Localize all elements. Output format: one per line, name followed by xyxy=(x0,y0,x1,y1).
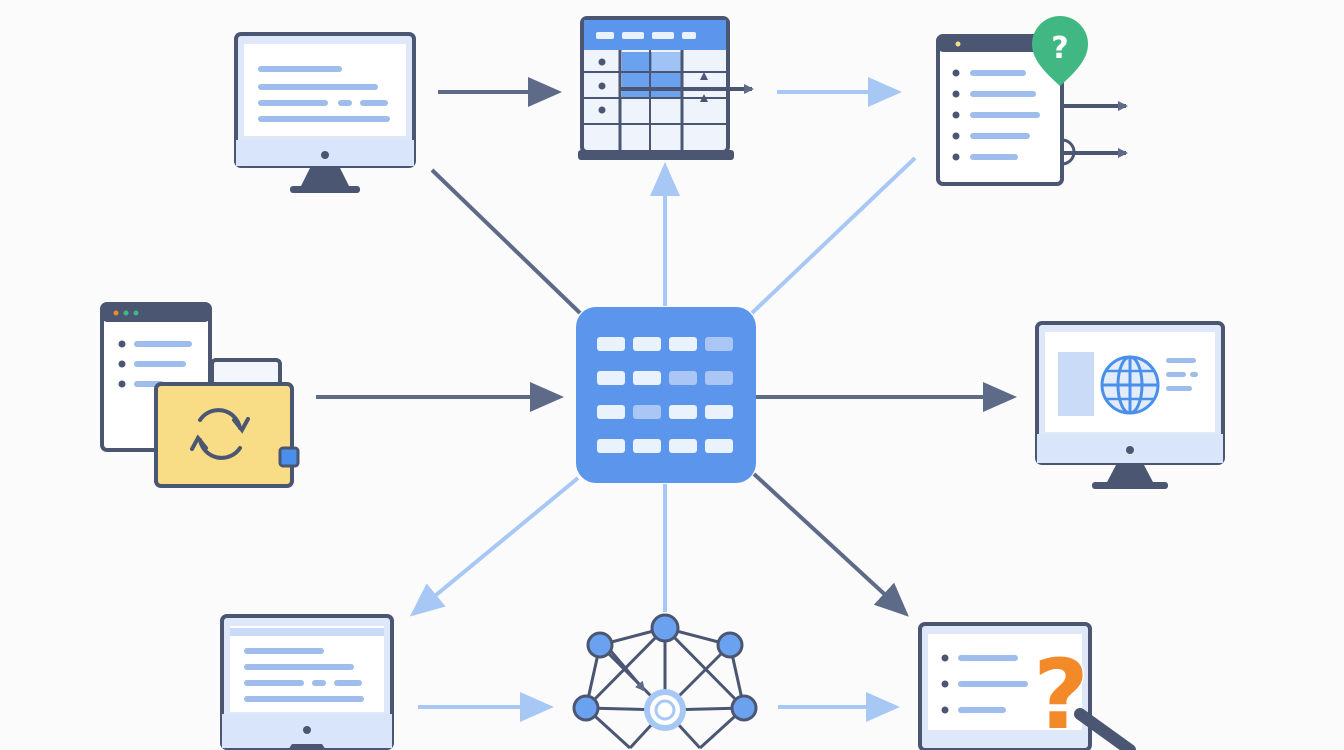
line-top-left-to-hub xyxy=(430,168,582,315)
arrow-hub-to-bottom-left xyxy=(409,476,580,617)
question-badge-text: ? xyxy=(1051,31,1068,66)
checklist-question-icon xyxy=(936,16,1088,186)
arrow-hub-to-bottom-right xyxy=(752,472,909,617)
spreadsheet-icon xyxy=(578,16,754,160)
line-hub-to-checklist xyxy=(750,156,917,315)
magnifier-question-icon xyxy=(918,622,1136,750)
network-graph-icon xyxy=(572,613,758,750)
monitor-icon-bottom xyxy=(220,614,394,750)
folder-sync-icon xyxy=(100,302,300,488)
globe-monitor-icon xyxy=(1035,321,1225,489)
database-grid-icon xyxy=(576,307,756,483)
question-mark-glyph: ? xyxy=(1033,639,1089,750)
monitor-icon xyxy=(234,32,416,193)
connectors xyxy=(316,77,1128,722)
